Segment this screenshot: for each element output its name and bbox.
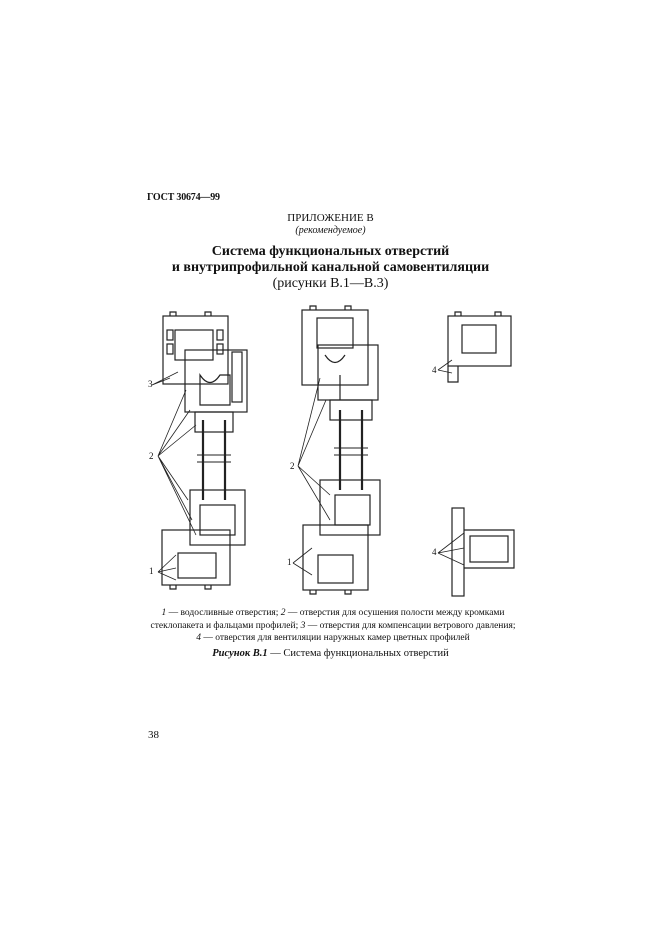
left-glazing-unit bbox=[197, 420, 231, 500]
callout-2-middle: 2 bbox=[290, 461, 295, 471]
legend-num-1: 1 bbox=[161, 608, 167, 618]
annex-title: ПРИЛОЖЕНИЕ В bbox=[287, 212, 374, 224]
figure-caption: Рисунок В.1 — Система функциональных отв… bbox=[0, 648, 661, 659]
callout-labels: 3 2 1 2 1 4 4 bbox=[148, 365, 437, 576]
legend-text-1: — водосливные отверстия; bbox=[166, 608, 281, 618]
middle-bottom-frame-profile bbox=[302, 479, 381, 595]
callout-4-top: 4 bbox=[432, 365, 437, 375]
section-title-line2: и внутрипрофильной канальной самовентиля… bbox=[171, 260, 490, 275]
figure-legend: 1 — водосливные отверстия; 2 — отверстия… bbox=[148, 607, 518, 645]
figure-caption-label: Рисунок В.1 bbox=[212, 648, 268, 659]
left-bottom-frame-profile bbox=[161, 489, 246, 590]
figure-caption-text: — Система функциональных отверстий bbox=[267, 648, 449, 659]
section-title: Система функциональных отверстий и внутр… bbox=[0, 244, 661, 276]
callout-2-left: 2 bbox=[149, 451, 154, 461]
document-code: ГОСТ 30674—99 bbox=[147, 192, 220, 203]
middle-glazing-unit bbox=[334, 410, 368, 490]
legend-num-2: 2 bbox=[280, 608, 286, 618]
left-top-frame-profile bbox=[162, 311, 248, 433]
right-bottom-profile-detail bbox=[451, 507, 515, 597]
callout-1-left: 1 bbox=[149, 566, 154, 576]
legend-text-4: — отверстия для вентиляции наружных каме… bbox=[201, 633, 470, 643]
legend-text-3: — отверстия для компенсации ветрового да… bbox=[305, 620, 516, 631]
callout-1-middle: 1 bbox=[287, 557, 292, 567]
page-number: 38 bbox=[148, 729, 159, 741]
right-top-profile-detail bbox=[447, 311, 512, 383]
legend-text-2: — отверстия для осушения полости между к… bbox=[150, 608, 505, 631]
legend-num-4: 4 bbox=[196, 633, 201, 643]
callout-4-bottom: 4 bbox=[432, 547, 437, 557]
callout-leaders bbox=[151, 359, 465, 581]
legend-num-3: 3 bbox=[300, 620, 306, 631]
middle-top-frame-profile bbox=[301, 305, 379, 421]
annex-status: (рекомендуемое) bbox=[295, 225, 366, 236]
figures-reference: (рисунки В.1—В.3) bbox=[272, 276, 389, 291]
window-profile-drawing: 3 2 1 2 1 4 4 bbox=[148, 305, 515, 597]
section-title-line1: Система функциональных отверстий bbox=[211, 244, 450, 259]
callout-3-left: 3 bbox=[148, 379, 153, 389]
